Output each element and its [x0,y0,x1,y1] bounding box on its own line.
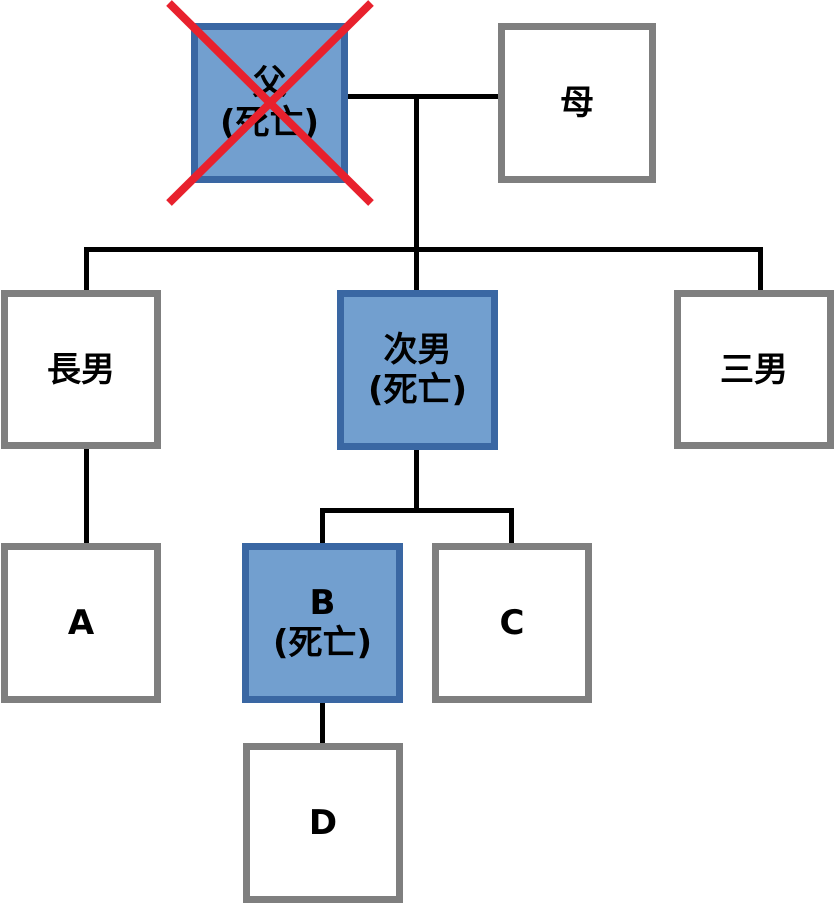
parents-to-children-line [414,94,419,252]
d-label: D [308,803,338,843]
b-to-d-line [320,699,325,747]
children-horizontal-line [84,247,763,252]
eldest-son-label: 長男 [47,349,115,390]
a-label: A [67,603,95,643]
mother-label: 母 [560,83,594,123]
second-son-label: 次男 [383,330,452,370]
d-node: D [243,743,403,903]
second-son-node: 次男 (死亡) [337,290,498,450]
grandchildren-horizontal-line [320,508,514,513]
second-son-down-line [414,446,419,513]
b-node: B (死亡) [242,543,403,703]
father-status: (死亡) [219,103,320,143]
eldest-son-node: 長男 [1,290,161,449]
b-label: B [309,583,336,623]
second-son-status: (死亡) [367,370,468,410]
b-drop-line [320,508,325,546]
c-drop-line [509,508,514,546]
eldest-son-drop-line [84,247,89,293]
father-node: 父 (死亡) [191,23,348,183]
second-son-drop-line [414,247,419,293]
eldest-son-to-a-line [84,446,89,546]
third-son-node: 三男 [674,290,834,449]
b-status: (死亡) [272,623,373,663]
father-label: 父 [252,63,287,103]
c-label: C [499,603,525,643]
c-node: C [432,543,592,703]
mother-node: 母 [498,23,656,183]
marriage-line [346,94,500,99]
a-node: A [1,543,161,703]
third-son-label: 三男 [720,349,788,390]
third-son-drop-line [758,247,763,293]
